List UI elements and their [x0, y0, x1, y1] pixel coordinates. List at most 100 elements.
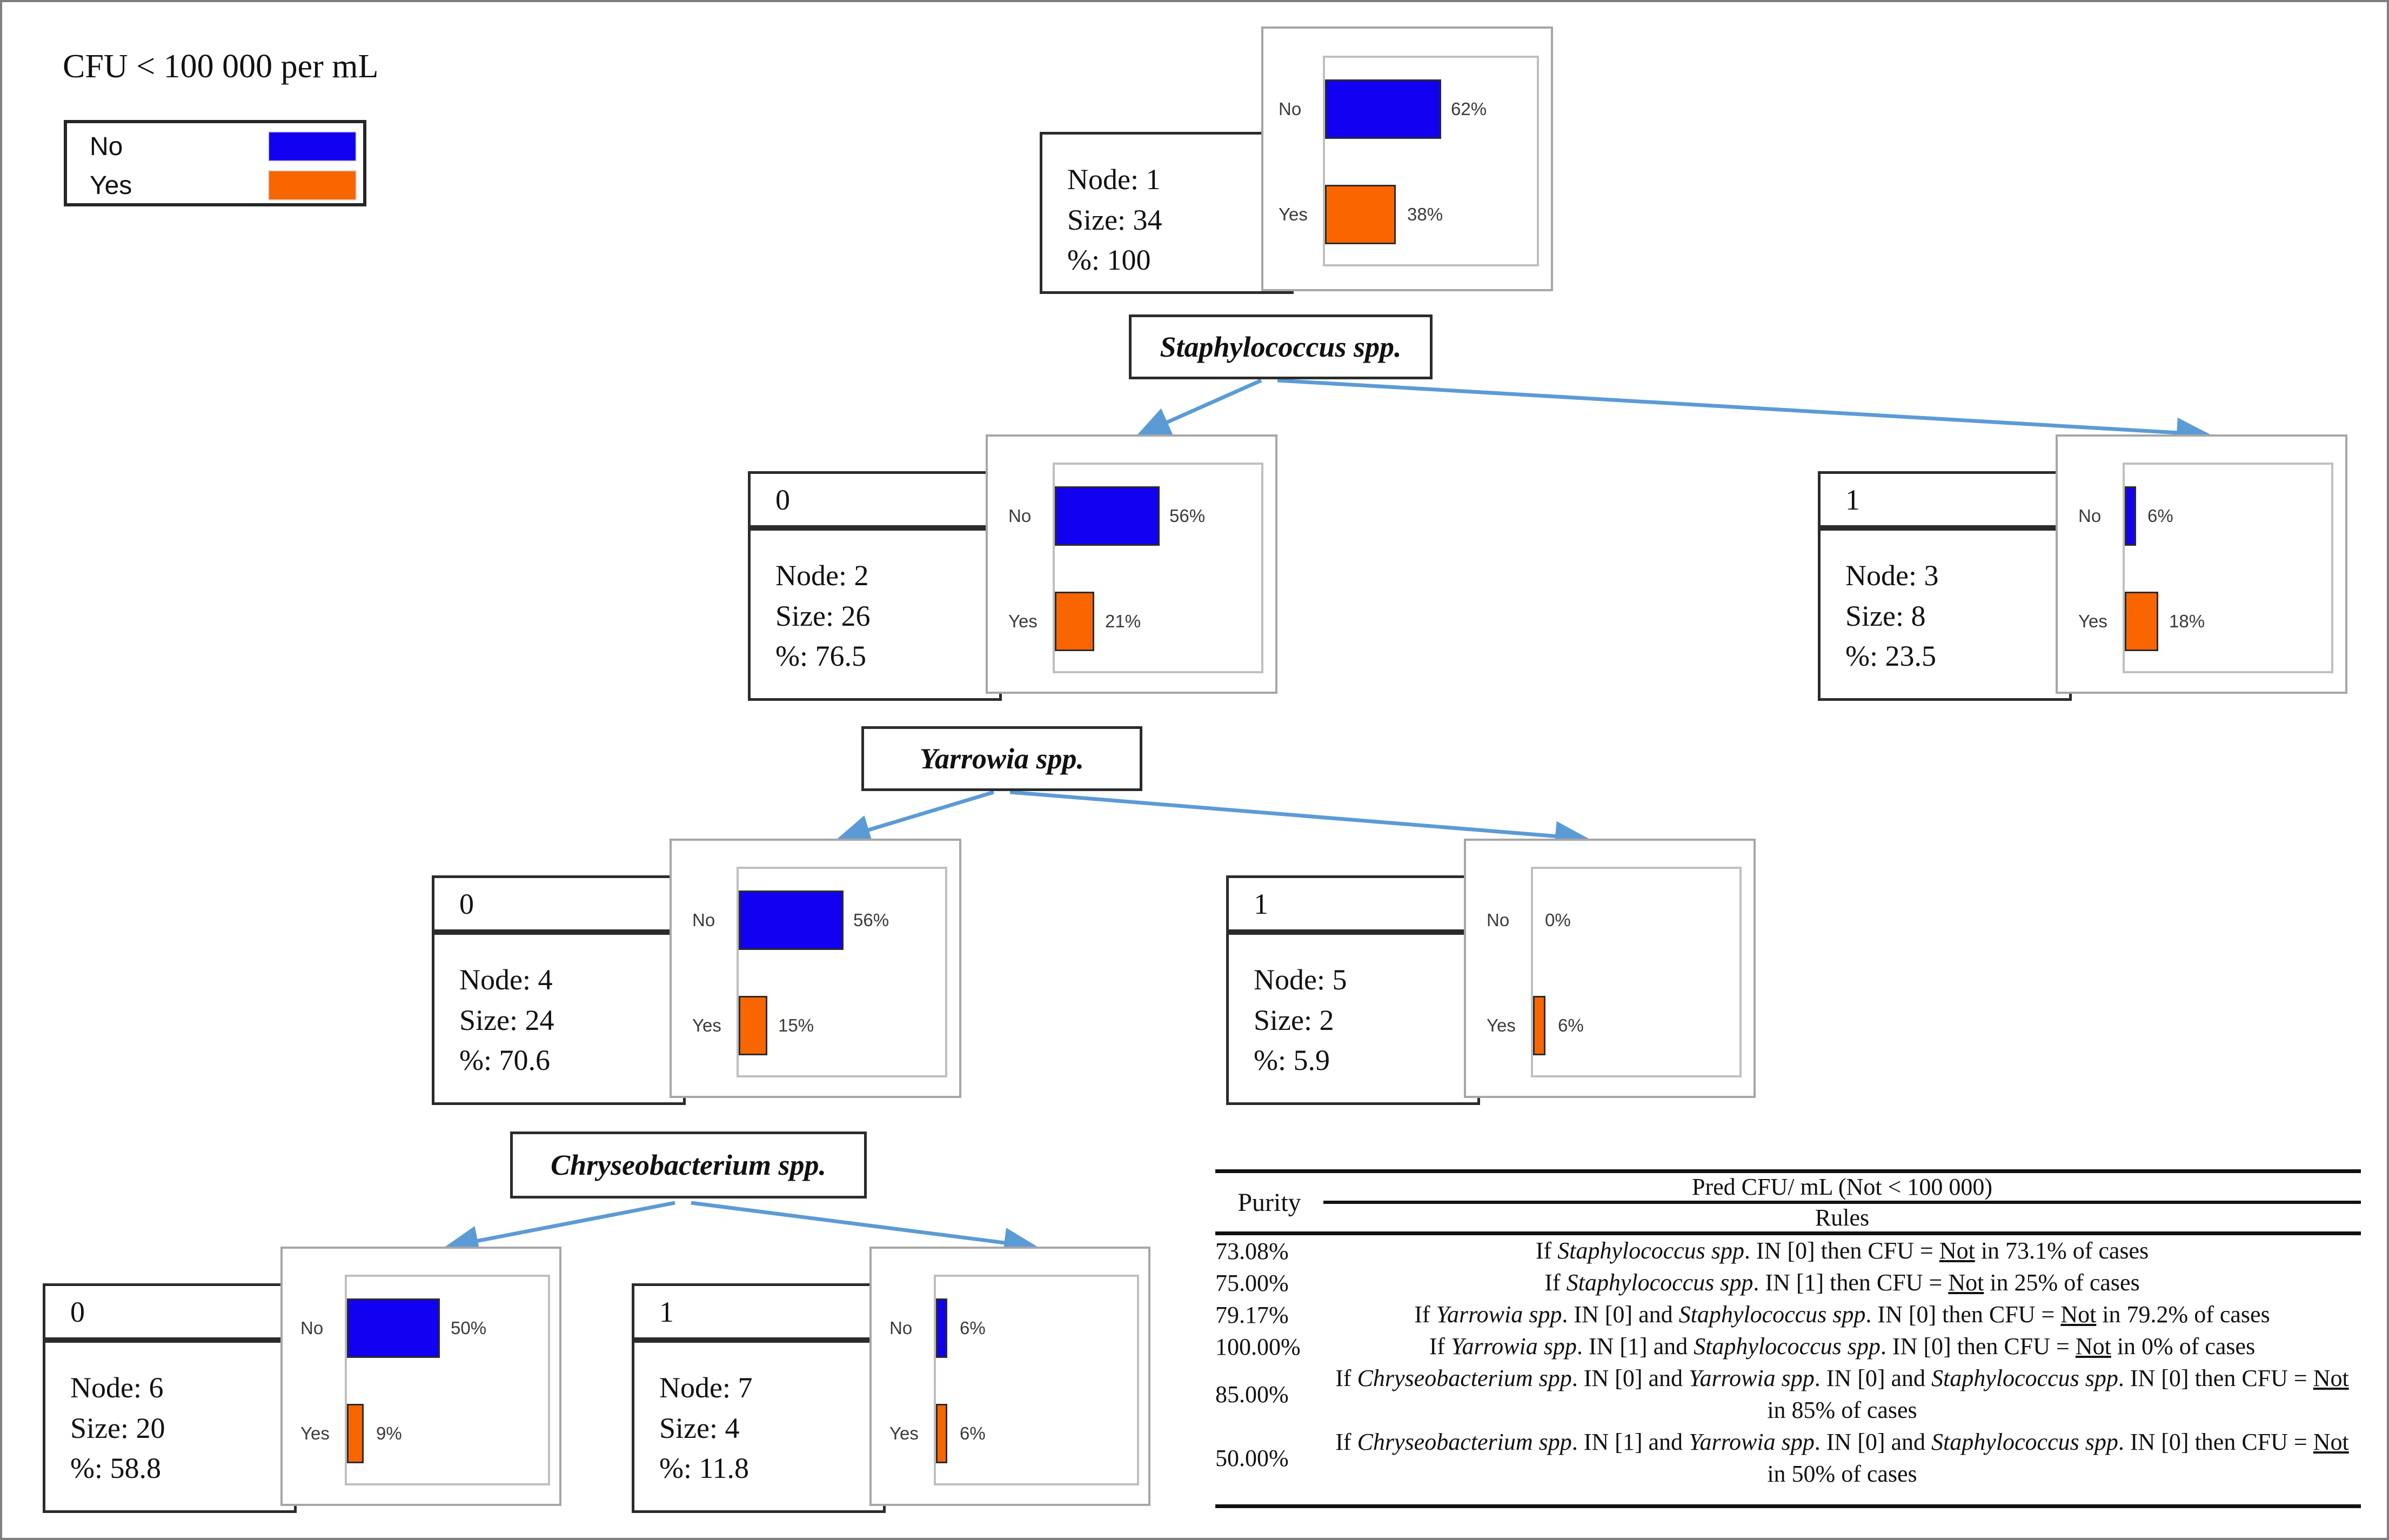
node-7-plot-area: No 6% Yes 6%	[889, 1275, 1139, 1485]
node-3-header-cell: 1	[1818, 471, 2072, 528]
node-3-rect-no	[2125, 486, 2136, 546]
node-3-header-label: 1	[1845, 483, 1860, 516]
rule-text-5: If Chryseobacterium spp. IN [0] and Yarr…	[1335, 1364, 2349, 1423]
node-1-rect-yes	[1325, 185, 1396, 244]
rule-purity-3: 79.17%	[1215, 1301, 1289, 1328]
node-2-header-cell: 0	[748, 471, 1002, 528]
node-1-line-3: %: 100	[1067, 244, 1151, 277]
rule-text-6: If Chryseobacterium spp. IN [1] and Yarr…	[1335, 1428, 2349, 1487]
split-node-yarrowia[interactable]: Yarrowia spp.	[861, 726, 1142, 791]
node-2-val-no: 56%	[1169, 506, 1206, 526]
node-7-val-yes: 6%	[960, 1423, 986, 1443]
rule-text-3: If Yarrowia spp. IN [0] and Staphylococc…	[1414, 1301, 2270, 1328]
node-2-rect-no	[1055, 486, 1160, 546]
rule-text-1: If Staphylococcus spp. IN [0] then CFU =…	[1535, 1237, 2149, 1264]
rule-text-4: If Yarrowia spp. IN [1] and Staphylococc…	[1429, 1333, 2256, 1360]
node-6-cat-no: No	[300, 1318, 324, 1338]
node-7-line-1: Node: 7	[659, 1371, 753, 1404]
node-7-val-no: 6%	[960, 1318, 986, 1338]
node-3-line-1: Node: 3	[1845, 559, 1939, 592]
table-row: 85.00% If Chryseobacterium spp. IN [0] a…	[1215, 1363, 2361, 1427]
node-7-line-3: %: 11.8	[659, 1452, 749, 1485]
legend-title: CFU < 100 000 per mL	[63, 48, 379, 85]
rule-purity-4: 100.00%	[1215, 1333, 1301, 1360]
legend-label-yes: Yes	[90, 171, 132, 200]
node-4-line-2: Size: 24	[459, 1003, 554, 1036]
legend-swatch-no	[268, 131, 357, 162]
node-7-info-cell: Node: 7 Size: 4 %: 11.8	[632, 1340, 886, 1513]
node-4-cat-no: No	[692, 910, 715, 930]
node-5-chart-panel: No 0% Yes 6%	[1464, 839, 1756, 1098]
node-6-header-cell: 0	[43, 1283, 297, 1340]
node-6-line-1: Node: 6	[70, 1371, 164, 1404]
node-7-cat-yes: Yes	[889, 1423, 919, 1443]
rules-header-pred: Pred CFU/ mL (Not < 100 000)	[1323, 1173, 2361, 1204]
node-4-info-cell: Node: 4 Size: 24 %: 70.6	[432, 932, 686, 1105]
node-3-cat-no: No	[2078, 506, 2102, 526]
node-6-rect-no	[347, 1298, 440, 1358]
node-5-cat-no: No	[1487, 910, 1510, 930]
node-4-rect-yes	[739, 996, 767, 1055]
node-2-line-3: %: 76.5	[775, 640, 866, 673]
node-3-info-cell: Node: 3 Size: 8 %: 23.5	[1818, 528, 2072, 701]
node-1-line-2: Size: 34	[1067, 203, 1162, 236]
rules-header-rules: Rules	[1815, 1204, 1870, 1231]
node-1-chart-panel: No 62% Yes 38%	[1261, 26, 1553, 291]
node-1-info-cell: Node: 1 Size: 34 %: 100	[1040, 132, 1294, 294]
node-6-cat-yes: Yes	[300, 1423, 330, 1443]
node-4-header-cell: 0	[432, 875, 686, 932]
node-1-cat-no: No	[1279, 99, 1302, 119]
node-3-val-yes: 18%	[2169, 611, 2205, 631]
node-1-plot-area: No 62% Yes 38%	[1279, 56, 1539, 266]
node-4-val-yes: 15%	[778, 1015, 814, 1035]
split-node-staphylococcus[interactable]: Staphylococcus spp.	[1129, 314, 1433, 379]
node-4-line-1: Node: 4	[459, 963, 553, 996]
node-3-line-3: %: 23.5	[1845, 640, 1936, 673]
table-row: 100.00% If Yarrowia spp. IN [1] and Stap…	[1215, 1331, 2361, 1363]
table-row: 50.00% If Chryseobacterium spp. IN [1] a…	[1215, 1427, 2361, 1490]
node-5-line-1: Node: 5	[1254, 963, 1347, 996]
node-4-rect-no	[739, 890, 844, 950]
node-2-val-yes: 21%	[1105, 611, 1141, 631]
rules-table-subheader-row: Rules	[1215, 1202, 2361, 1234]
rules-table-header-row: Purity Pred CFU/ mL (Not < 100 000)	[1215, 1173, 2361, 1217]
node-7-header-cell: 1	[632, 1283, 886, 1340]
node-5-line-2: Size: 2	[1254, 1003, 1334, 1036]
node-6-line-2: Size: 20	[70, 1411, 165, 1444]
node-6-rect-yes	[347, 1404, 364, 1463]
node-5-plot-area: No 0% Yes 6%	[1487, 867, 1742, 1077]
node-6-header-label: 0	[70, 1295, 85, 1328]
node-4-line-3: %: 70.6	[459, 1044, 550, 1077]
node-3-plot-area: No 6% Yes 18%	[2078, 463, 2333, 673]
table-row: 79.17% If Yarrowia spp. IN [0] and Staph…	[1215, 1299, 2361, 1331]
node-2-cat-yes: Yes	[1008, 611, 1038, 631]
node-5-line-3: %: 5.9	[1254, 1044, 1330, 1077]
node-5-val-no: 0%	[1545, 910, 1571, 930]
node-3-val-no: 6%	[2147, 506, 2173, 526]
node-2-rect-yes	[1055, 592, 1094, 651]
rules-table-bottom-rule	[1215, 1504, 2361, 1508]
legend-item-no: No	[67, 128, 363, 165]
node-2-line-2: Size: 26	[775, 599, 871, 632]
node-4-cat-yes: Yes	[692, 1015, 721, 1035]
node-5-header-label: 1	[1254, 887, 1268, 920]
node-6-plot-area: No 50% Yes 9%	[300, 1275, 550, 1485]
node-6-val-no: 50%	[451, 1318, 487, 1338]
node-6-chart-panel: No 50% Yes 9%	[280, 1247, 561, 1506]
node-1-val-yes: 38%	[1407, 204, 1443, 224]
rule-text-2: If Staphylococcus spp. IN [1] then CFU =…	[1544, 1269, 2140, 1296]
legend-box: No Yes	[64, 120, 366, 206]
split-label-chryseobacterium: Chryseobacterium spp.	[550, 1149, 827, 1181]
split-node-chryseobacterium[interactable]: Chryseobacterium spp.	[510, 1131, 867, 1198]
rule-purity-5: 85.00%	[1215, 1381, 1289, 1408]
node-3-line-2: Size: 8	[1845, 599, 1926, 632]
node-2-info-cell: Node: 2 Size: 26 %: 76.5	[748, 528, 1002, 701]
node-5-header-cell: 1	[1226, 875, 1480, 932]
node-1-val-no: 62%	[1451, 99, 1487, 119]
node-3-chart-panel: No 6% Yes 18%	[2056, 434, 2347, 694]
legend-item-yes: Yes	[67, 166, 363, 204]
rules-table: Purity Pred CFU/ mL (Not < 100 000) Rule…	[1215, 1169, 2361, 1490]
node-2-header-label: 0	[775, 483, 790, 516]
rule-purity-1: 73.08%	[1215, 1237, 1289, 1264]
